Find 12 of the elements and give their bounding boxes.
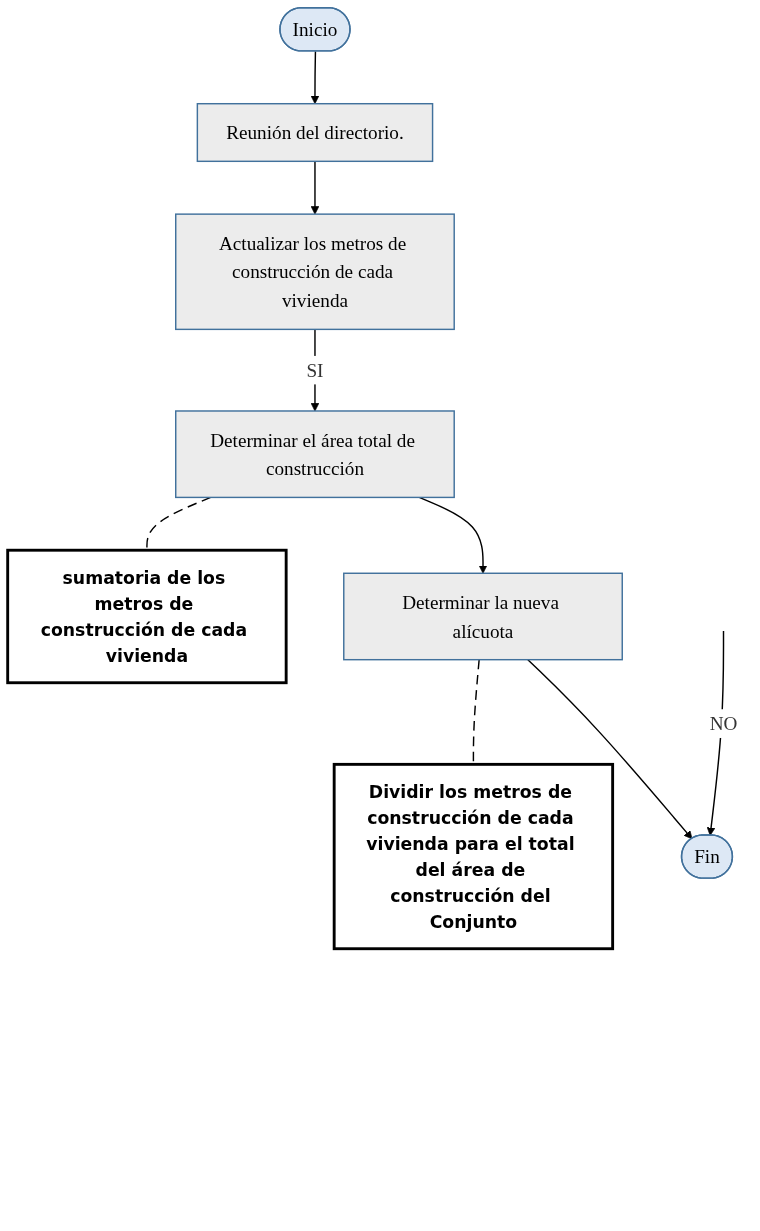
node-box: Determinar la nueva alícuota [343, 572, 623, 661]
edge-label: SI [306, 359, 324, 381]
node-box: sumatoria de los metros de construcción de cada vivienda [6, 548, 288, 685]
arrow [310, 50, 320, 105]
node-box: Dividir los metros de construcción de cada vivienda para el total del área de construcción del Conjunto [332, 762, 615, 951]
edge-label: NO [709, 712, 738, 735]
arrow [527, 658, 693, 840]
node-box: Reunión del directorio. [196, 103, 434, 163]
arrow [310, 160, 320, 215]
node-box: Determinar el área total de construcción [175, 410, 455, 499]
arrow [418, 496, 488, 574]
node-box: Actualizar los metros de construcción de cada vivienda [175, 213, 455, 331]
